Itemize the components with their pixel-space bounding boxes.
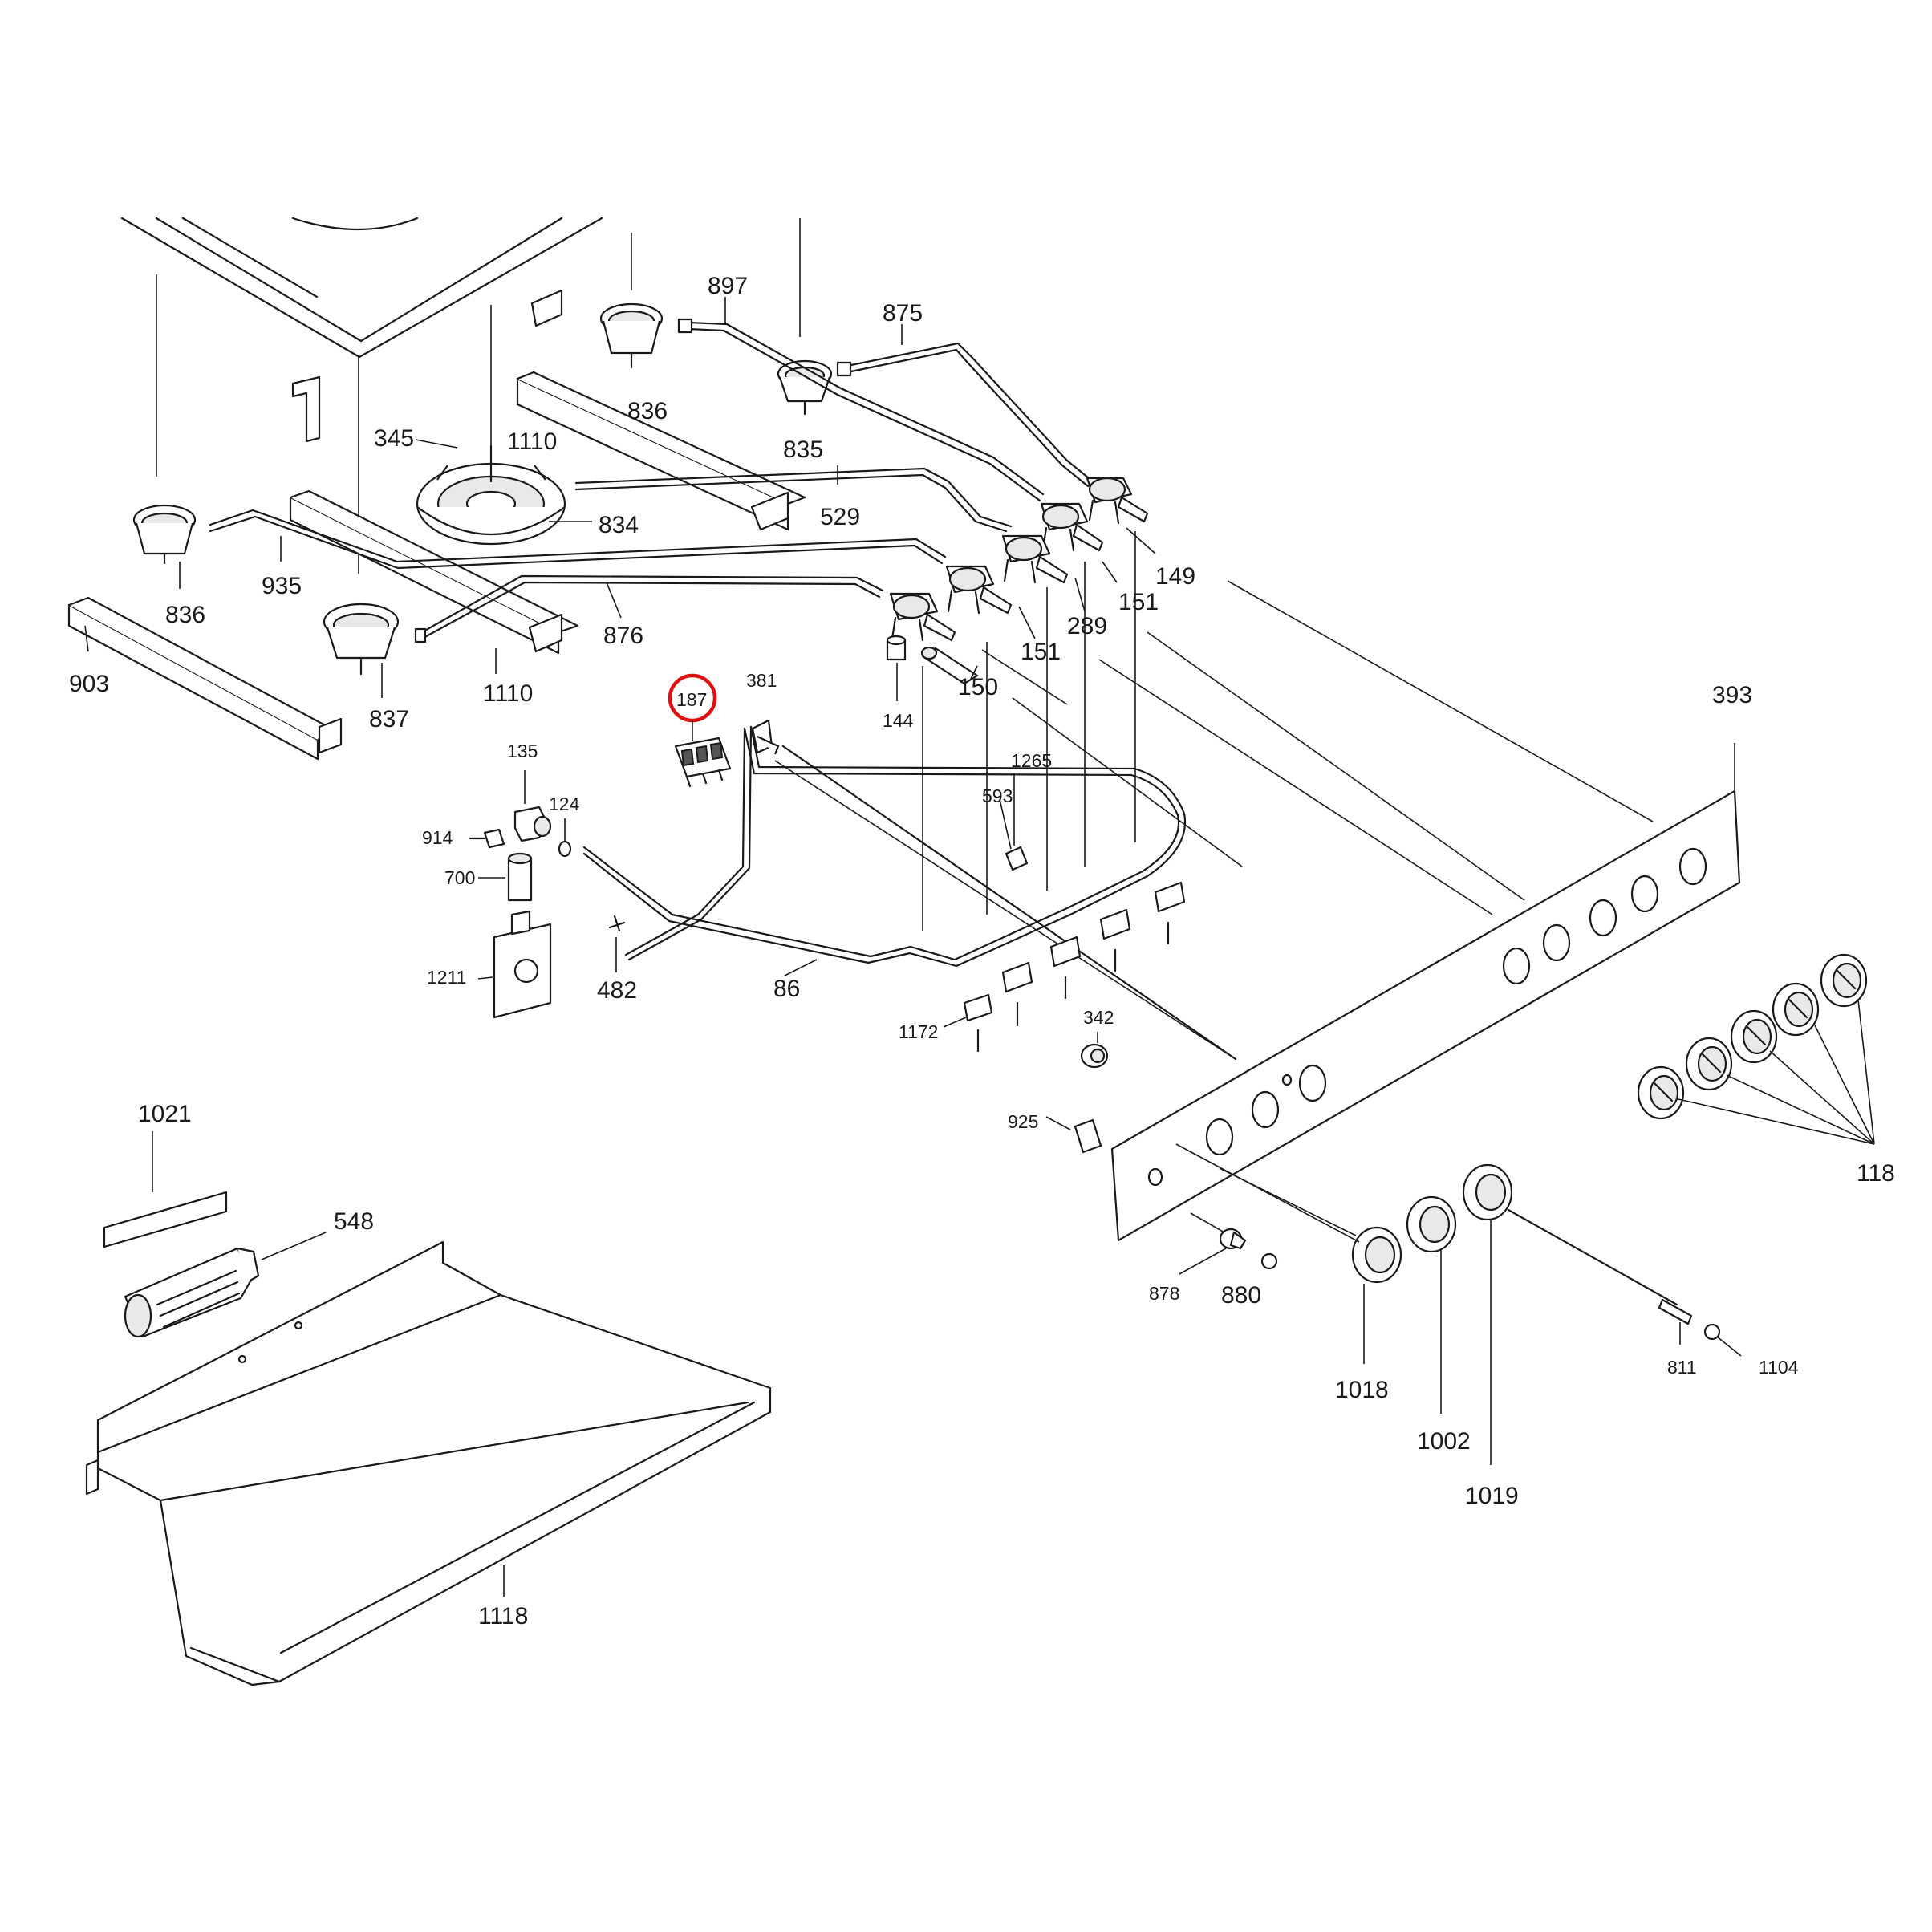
label-875: 875	[883, 300, 923, 327]
clips-1172	[963, 881, 1186, 1053]
label-1018: 1018	[1335, 1377, 1389, 1403]
burner-836-top	[599, 302, 664, 369]
leader-lines-panel	[774, 531, 1654, 1060]
label-144: 144	[883, 710, 914, 731]
valve-1	[1086, 477, 1149, 525]
label-118: 118	[1857, 1160, 1895, 1187]
part-150	[920, 646, 979, 685]
part-labels: 897 875 836 835 345 1110 834 529 149 151…	[69, 273, 1895, 1630]
valve-2	[1040, 502, 1104, 552]
label-149: 149	[1155, 563, 1195, 590]
label-187: 187	[676, 689, 707, 710]
cooktop-panel	[120, 217, 603, 359]
control-panel-393	[1110, 743, 1741, 1242]
label-1110: 1110	[507, 428, 557, 455]
knobs-front	[1175, 1143, 1513, 1465]
label-151: 151	[1021, 639, 1061, 665]
label-880: 880	[1221, 1282, 1261, 1309]
label-1104: 1104	[1759, 1357, 1799, 1378]
label-289: 289	[1067, 613, 1107, 639]
rail-1110-top	[516, 371, 806, 531]
part-1265-clip	[1005, 773, 1029, 871]
rail-1110-bottom	[289, 489, 579, 655]
label-135: 135	[507, 741, 538, 761]
label-1110: 1110	[483, 680, 533, 707]
part-482	[608, 915, 626, 932]
label-leaders	[84, 297, 1156, 1043]
label-482: 482	[597, 977, 637, 1004]
label-925: 925	[1008, 1111, 1038, 1132]
part-1021-plate	[103, 1131, 228, 1248]
label-811: 811	[1667, 1357, 1697, 1378]
burner-837	[323, 603, 400, 676]
part-144	[886, 635, 907, 661]
label-593: 593	[982, 785, 1013, 806]
label-1118: 1118	[478, 1603, 528, 1630]
label-1021: 1021	[138, 1101, 192, 1127]
label-1172: 1172	[899, 1021, 938, 1042]
label-345: 345	[374, 425, 414, 452]
burner-836-left	[132, 504, 197, 565]
part-811	[1507, 1208, 1693, 1345]
label-914: 914	[422, 827, 453, 848]
part-342	[1080, 1043, 1109, 1069]
label-836: 836	[627, 398, 668, 424]
part-1118-tray	[85, 1240, 772, 1686]
label-700: 700	[444, 867, 475, 888]
bracket-top	[291, 289, 563, 443]
part-1211-regulator	[493, 910, 552, 1019]
part-878	[1179, 1212, 1247, 1275]
part-1104	[1703, 1323, 1742, 1357]
label-1019: 1019	[1465, 1483, 1519, 1509]
label-342: 342	[1083, 1007, 1114, 1028]
part-124-ring	[558, 818, 572, 858]
label-548: 548	[334, 1208, 374, 1235]
valve-5	[889, 592, 956, 642]
valve-4	[945, 565, 1013, 615]
rail-903	[67, 596, 343, 761]
ignition-harness	[582, 725, 1237, 1061]
label-837: 837	[369, 706, 409, 733]
part-700-nut	[507, 852, 533, 902]
part-925-switch	[1045, 1116, 1102, 1154]
label-1002: 1002	[1417, 1428, 1471, 1455]
knobs-118	[1637, 953, 1875, 1145]
part-381	[751, 719, 780, 755]
label-151: 151	[1118, 589, 1159, 615]
label-834: 834	[599, 512, 639, 538]
label-836: 836	[165, 602, 205, 628]
label-935: 935	[262, 573, 302, 599]
label-1265: 1265	[1011, 750, 1052, 771]
label-529: 529	[820, 504, 860, 530]
label-1211: 1211	[427, 967, 466, 988]
label-835: 835	[783, 436, 823, 463]
gas-pipes	[209, 318, 1094, 643]
burner-834-wok	[416, 444, 566, 546]
valve-3	[1001, 534, 1069, 584]
label-393: 393	[1712, 682, 1752, 708]
label-903: 903	[69, 671, 109, 697]
label-150: 150	[958, 674, 998, 700]
label-124: 124	[549, 794, 580, 814]
part-548-fan	[124, 1232, 327, 1338]
label-878: 878	[1149, 1283, 1179, 1304]
part-135-elbow	[513, 770, 552, 842]
label-86: 86	[773, 976, 800, 1002]
part-187-terminal-block	[674, 737, 732, 788]
label-897: 897	[708, 273, 748, 299]
part-880	[1260, 1252, 1278, 1270]
label-381: 381	[746, 670, 777, 691]
gas-valves	[889, 477, 1149, 642]
part-914	[469, 828, 505, 849]
label-876: 876	[603, 623, 643, 649]
